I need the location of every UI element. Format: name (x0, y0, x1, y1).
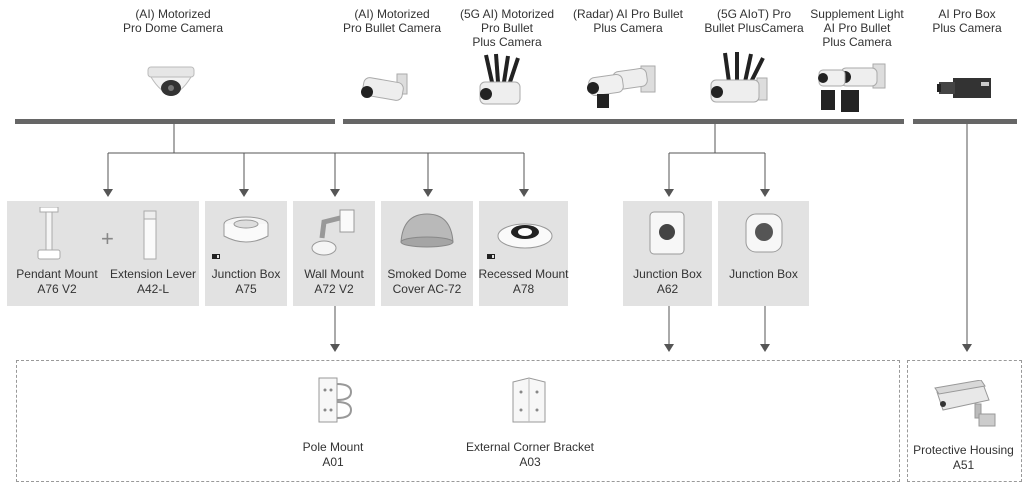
mount-label-pole: Pole Mount A01 (302, 440, 364, 469)
junction-box-icon (745, 213, 783, 253)
wall-mount-icon (311, 209, 355, 256)
bar-dome (15, 119, 335, 124)
smoked-dome-cover-icon (400, 213, 454, 248)
accessory-label-junction: Junction Box (729, 267, 798, 281)
accessory-box-recessed (479, 201, 568, 306)
badge-icon (212, 254, 222, 260)
bar-box (913, 119, 1017, 124)
5g-bullet-camera-icon (479, 53, 521, 105)
box-camera-icon (937, 78, 991, 98)
radar-bullet-camera-icon (587, 65, 656, 108)
camera-title-radar: (Radar) AI Pro Bullet Plus Camera (572, 7, 684, 35)
recessed-mount-icon (497, 223, 553, 249)
camera-title-box: AI Pro Box Plus Camera (932, 7, 1002, 35)
camera-title-supp: Supplement Light AI Pro Bullet Plus Came… (810, 7, 904, 49)
pole-mount-icon (318, 377, 353, 423)
extension-lever-icon (143, 210, 157, 260)
mount-label-housing: Protective Housing A51 (913, 443, 1014, 472)
camera-title-dome: (AI) Motorized Pro Dome Camera (122, 7, 224, 35)
accessory-label-extension: Extension Lever A42-L (109, 267, 197, 296)
camera-title-5galot: (5G AIoT) Pro Bullet PlusCamera (704, 7, 804, 35)
supplement-light-camera-icon (818, 63, 886, 112)
accessory-label-junction-a75: Junction Box A75 (211, 267, 281, 296)
bar-bullets (343, 119, 904, 124)
accessory-label-junction-a62: Junction Box A62 (633, 267, 702, 296)
accessory-label-wall-mount: Wall Mount A72 V2 (304, 267, 364, 296)
badge-icon (487, 254, 497, 260)
accessory-label-smoked-dome: Smoked Dome Cover AC-72 (387, 267, 467, 296)
camera-title-5g: (5G AI) Motorized Pro Bullet Plus Camera (459, 7, 555, 49)
bullet-camera-icon (361, 73, 408, 101)
accessory-label-recessed: Recessed Mount A78 (478, 267, 569, 296)
protective-housing-icon (934, 380, 996, 427)
dome-camera-icon (147, 66, 195, 96)
camera-title-bullet: (AI) Motorized Pro Bullet Camera (342, 7, 442, 35)
housing-group-box (907, 360, 1022, 482)
corner-bracket-icon (512, 377, 546, 423)
junction-box-a75-icon (223, 216, 269, 243)
mount-label-corner: External Corner Bracket A03 (465, 440, 595, 469)
plus-sign: + (101, 226, 114, 251)
mount-group-box (16, 360, 900, 482)
5g-aiot-bullet-camera-icon (710, 52, 768, 103)
pendant-mount-icon (37, 207, 61, 260)
accessory-label-pendant: Pendant Mount A76 V2 (16, 267, 98, 296)
junction-box-a62-icon (649, 211, 685, 255)
